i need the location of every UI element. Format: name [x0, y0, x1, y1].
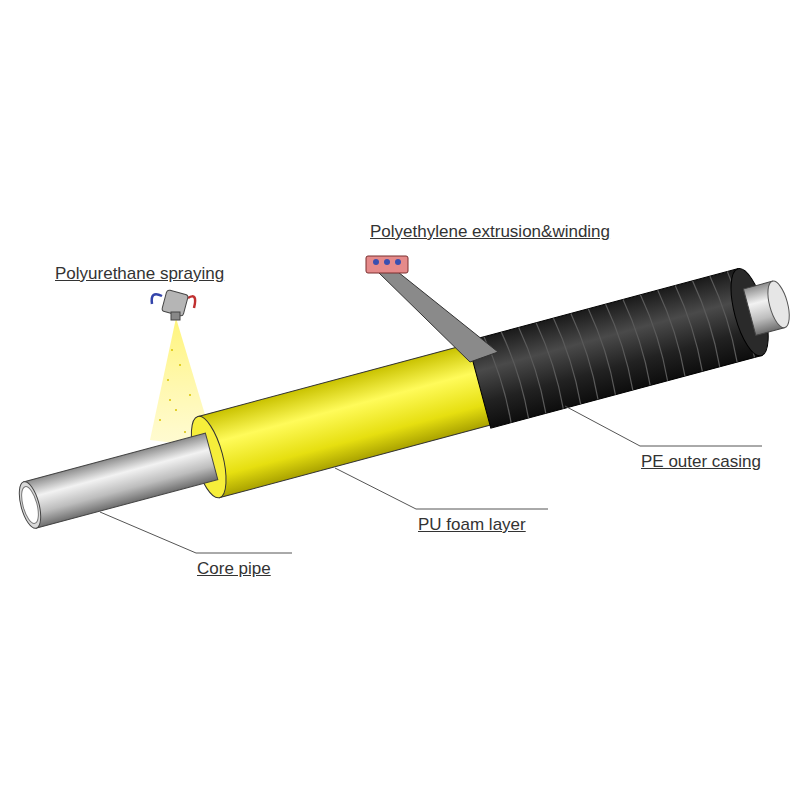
pipe [10, 259, 799, 551]
leader-lines [100, 406, 762, 553]
spray-nozzle [152, 290, 195, 320]
pe-band [378, 272, 498, 362]
part-label: PE outer casing [641, 452, 761, 472]
part-label: Core pipe [197, 559, 271, 579]
process-label: Polyurethane spraying [55, 264, 224, 284]
extruder-ports [373, 259, 401, 265]
extruder-head [366, 256, 408, 273]
part-label: PU foam layer [418, 515, 526, 535]
process-label: Polyethylene extrusion&winding [370, 222, 610, 242]
